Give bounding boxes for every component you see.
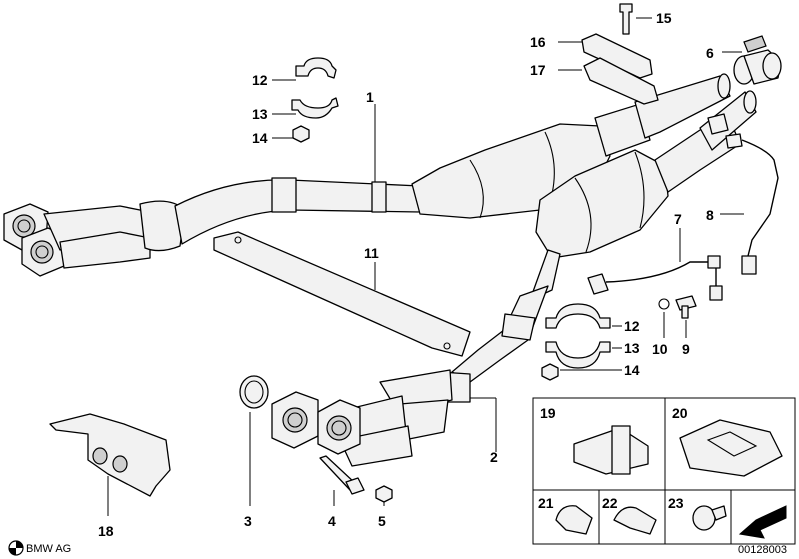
inset-clip-21[interactable] xyxy=(555,505,593,535)
gasket-ring-3[interactable] xyxy=(239,375,269,409)
oxygen-sensor-rear[interactable] xyxy=(725,133,779,275)
callout-13a: 13 xyxy=(252,106,268,122)
callout-17: 17 xyxy=(530,62,546,78)
clamp-sleeve[interactable] xyxy=(733,35,782,85)
heat-shield[interactable] xyxy=(49,413,171,497)
callout-8: 8 xyxy=(706,207,714,223)
inset-bracket-19[interactable] xyxy=(573,425,649,475)
inset-cover-20[interactable] xyxy=(679,419,783,477)
bmw-logo-icon xyxy=(8,540,24,556)
direction-arrow-icon xyxy=(738,505,787,539)
callout-15: 15 xyxy=(656,10,672,26)
footer-brand: BMW AG xyxy=(26,543,71,555)
callout-19: 19 xyxy=(540,405,556,421)
callout-10: 10 xyxy=(652,341,668,357)
inset-clip-23[interactable] xyxy=(692,505,727,531)
pipe-clamp-upper[interactable] xyxy=(291,57,339,143)
callout-3: 3 xyxy=(244,513,252,529)
callout-21: 21 xyxy=(538,495,554,511)
callout-22: 22 xyxy=(602,495,618,511)
front-pipe-assembly[interactable] xyxy=(3,73,731,277)
rear-catalytic-converter[interactable] xyxy=(451,90,757,383)
callout-4: 4 xyxy=(328,513,336,529)
nut-part-5[interactable] xyxy=(375,485,393,503)
mounting-strap[interactable] xyxy=(213,231,471,357)
bolt-part-4[interactable] xyxy=(319,455,365,495)
callout-23: 23 xyxy=(668,495,684,511)
callout-12a: 12 xyxy=(252,72,268,88)
callout-1: 1 xyxy=(366,89,374,105)
callout-14b: 14 xyxy=(624,362,640,378)
inset-clip-22[interactable] xyxy=(613,506,657,535)
inset-panel xyxy=(532,397,796,545)
callout-6: 6 xyxy=(706,45,714,61)
callout-9: 9 xyxy=(682,341,690,357)
callout-7: 7 xyxy=(674,211,682,227)
pipe-clamp-lower[interactable] xyxy=(541,303,611,381)
hanger-bracket[interactable] xyxy=(581,3,659,105)
callout-5: 5 xyxy=(378,513,386,529)
diagram-id: 00128003 xyxy=(738,544,787,556)
callout-11: 11 xyxy=(364,245,379,261)
callout-13b: 13 xyxy=(624,340,640,356)
callout-18: 18 xyxy=(98,523,114,539)
y-pipe-assembly[interactable] xyxy=(271,369,471,467)
callout-20: 20 xyxy=(672,405,688,421)
callout-16: 16 xyxy=(530,34,546,50)
bolt-part-9[interactable] xyxy=(675,295,697,319)
gasket-ring-10[interactable] xyxy=(658,298,670,310)
oxygen-sensor-front[interactable] xyxy=(587,255,723,301)
callout-2: 2 xyxy=(490,449,498,465)
callout-14a: 14 xyxy=(252,130,268,146)
callout-12b: 12 xyxy=(624,318,640,334)
